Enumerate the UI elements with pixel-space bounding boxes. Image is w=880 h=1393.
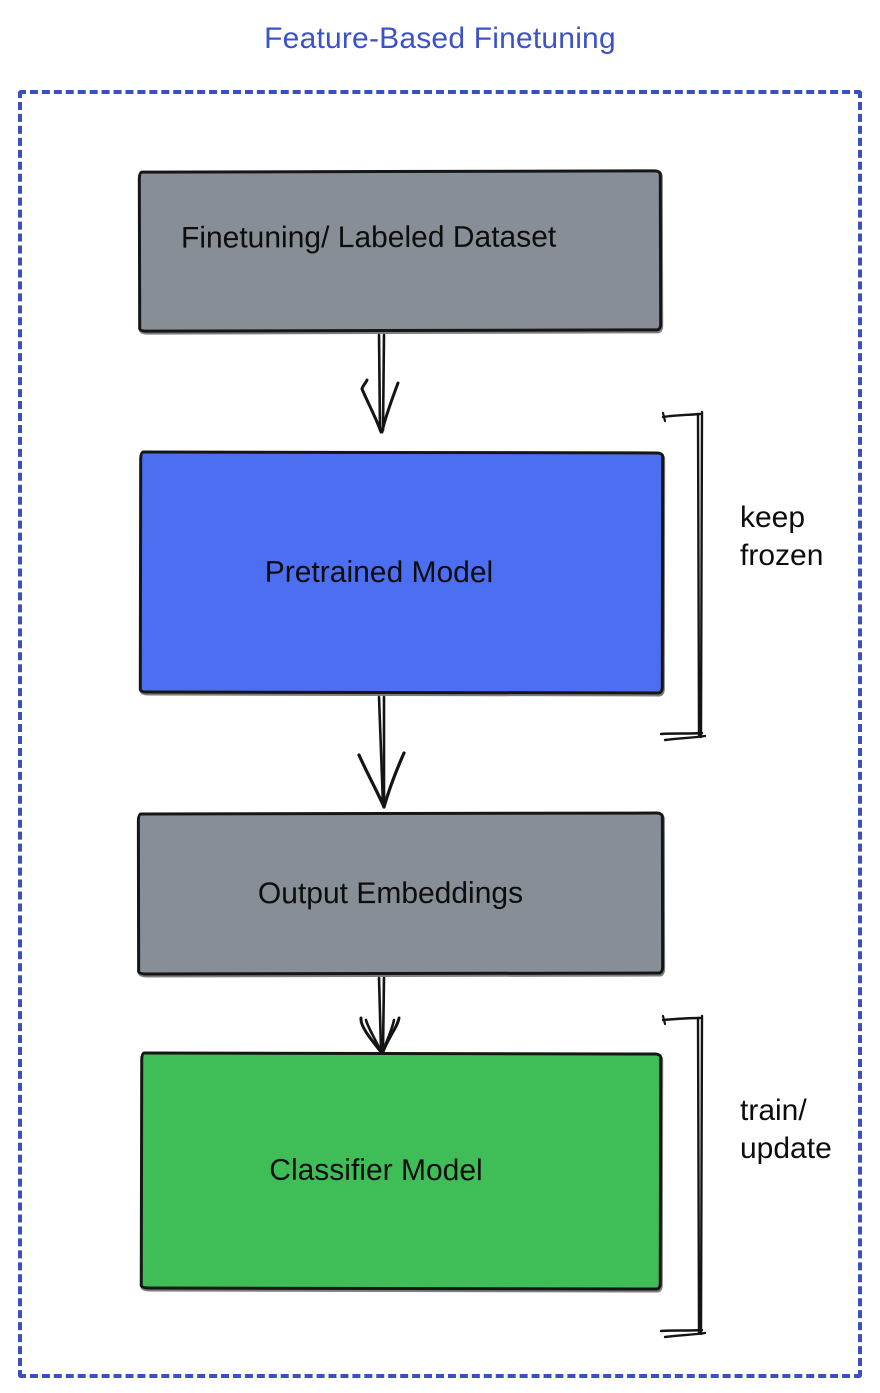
- bracket-keep-frozen-icon: [655, 405, 711, 745]
- page-title: Feature-Based Finetuning: [264, 22, 616, 55]
- node-output-embeddings: Output Embeddings: [136, 811, 665, 976]
- node-classifier-model-label: Classifier Model: [269, 1153, 483, 1188]
- arrow-dataset-to-pretrained-icon: [346, 333, 416, 437]
- bracket-train-update-icon: [655, 1010, 711, 1342]
- keep-frozen-label: keep frozen: [740, 501, 824, 572]
- node-finetuning-dataset: Finetuning/ Labeled Dataset: [137, 169, 663, 333]
- node-finetuning-dataset-label: Finetuning/ Labeled Dataset: [180, 220, 557, 255]
- node-pretrained-model-label: Pretrained Model: [264, 555, 494, 589]
- node-pretrained-model: Pretrained Model: [138, 450, 665, 695]
- train-update-label: train/ update: [740, 1094, 832, 1165]
- arrow-pretrained-to-embeddings-icon: [346, 695, 416, 811]
- arrow-embeddings-to-classifier-icon: [346, 976, 416, 1056]
- node-classifier-model: Classifier Model: [139, 1051, 663, 1291]
- node-output-embeddings-label: Output Embeddings: [257, 876, 524, 910]
- diagram-frame: [18, 90, 862, 1378]
